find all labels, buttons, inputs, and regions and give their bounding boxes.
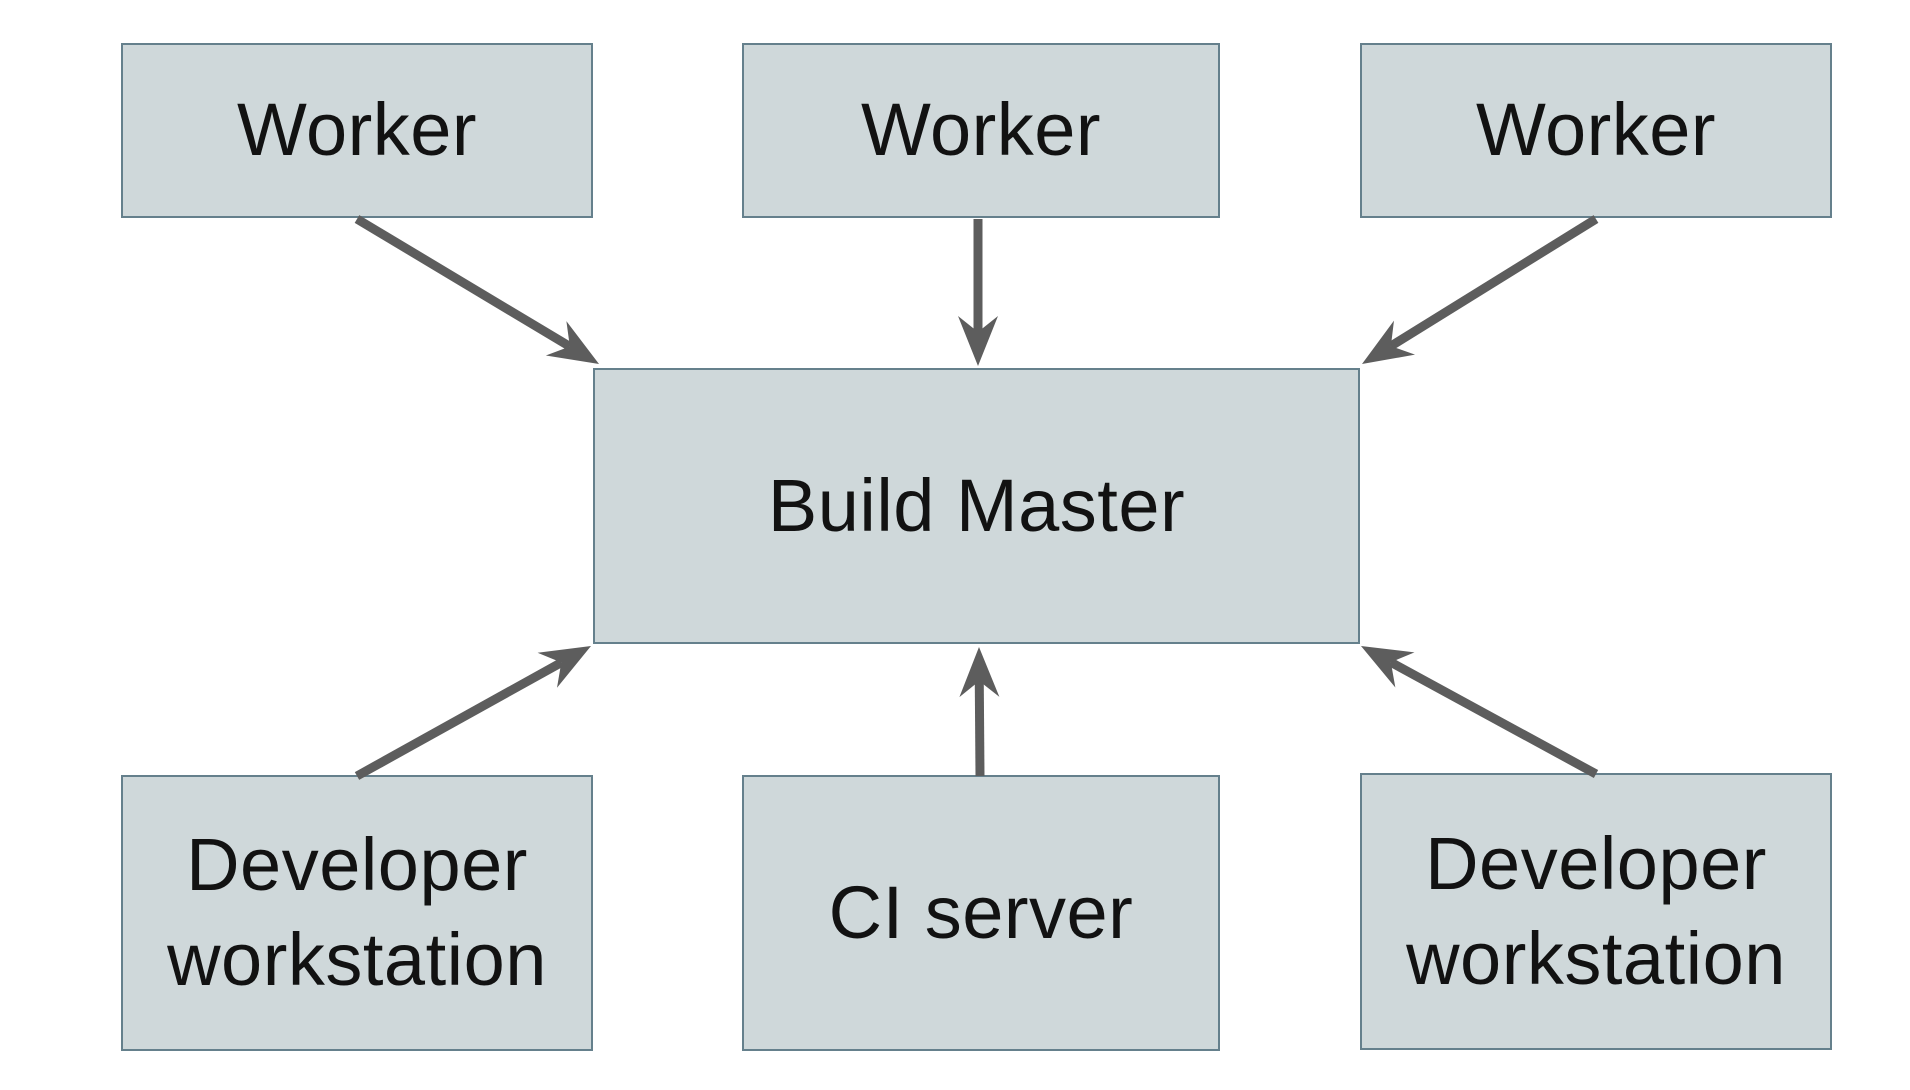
node-developer-workstation-left: Developer workstation <box>121 775 593 1051</box>
arrow-ci-server-to-build-master <box>959 647 1000 777</box>
node-build-master-label: Build Master <box>767 463 1186 547</box>
arrow-worker-left-to-build-master <box>354 215 599 364</box>
node-build-master: Build Master <box>593 368 1360 644</box>
node-developer-workstation-left-label: Developer workstation <box>167 823 547 1001</box>
node-worker-left-label: Worker <box>236 88 478 172</box>
arrow-dev-right-to-build-master <box>1361 646 1599 778</box>
arrow-worker-right-to-build-master <box>1362 215 1599 364</box>
node-developer-workstation-right: Developer workstation <box>1360 773 1832 1050</box>
node-ci-server-label: CI server <box>828 870 1134 954</box>
node-worker-left: Worker <box>121 43 593 218</box>
node-worker-right-label: Worker <box>1475 88 1717 172</box>
node-worker-center-label: Worker <box>860 88 1102 172</box>
node-worker-center: Worker <box>742 43 1220 218</box>
node-developer-workstation-right-label: Developer workstation <box>1406 821 1786 1000</box>
arrow-worker-center-to-build-master <box>958 219 998 366</box>
node-worker-right: Worker <box>1360 43 1832 218</box>
node-ci-server: CI server <box>742 775 1220 1051</box>
arrow-dev-left-to-build-master <box>354 646 591 780</box>
